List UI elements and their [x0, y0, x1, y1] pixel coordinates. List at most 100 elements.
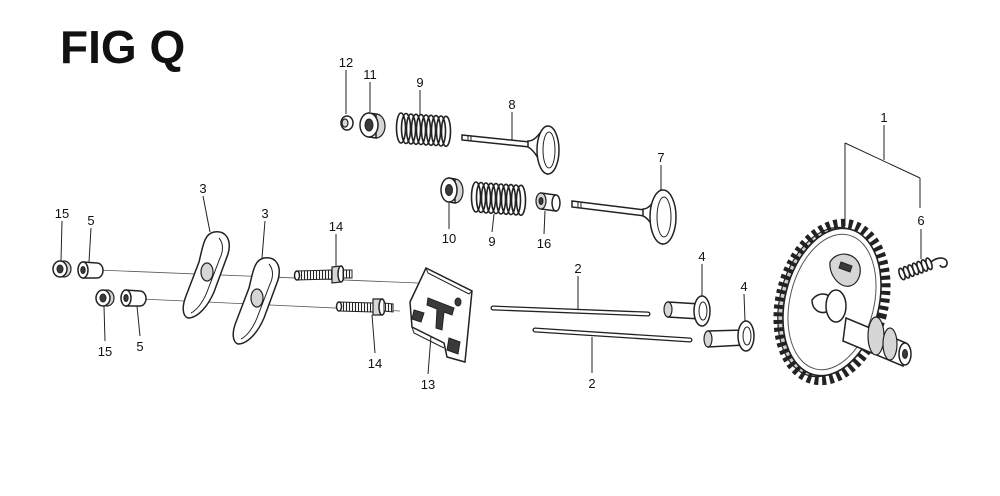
callout-label: 11	[363, 67, 377, 82]
callout-2-lower: 2	[588, 337, 596, 391]
valve-head-face	[656, 196, 672, 238]
callout-label: 9	[416, 75, 423, 90]
stud-thread	[296, 269, 333, 281]
spring-coil	[405, 113, 417, 145]
part-14-stud-upper	[293, 265, 353, 284]
valve-head-face	[542, 131, 556, 169]
valve-stem	[571, 200, 646, 217]
callout-9-upper: 9	[416, 75, 424, 114]
leader-line	[427, 335, 432, 375]
push-rod-body	[533, 328, 692, 342]
cam-lobe	[867, 316, 885, 356]
spring-coil	[420, 114, 432, 146]
pivot-hole	[123, 294, 129, 302]
stud-thread	[338, 301, 374, 313]
tappet-disc-face	[742, 326, 752, 346]
pivot-hole	[80, 266, 86, 274]
cap-end	[551, 194, 561, 212]
callout-14-lower: 14	[368, 314, 382, 371]
leader-bracket	[844, 125, 921, 226]
part-3-rocker-arm-upper	[182, 231, 230, 319]
gear-teeth	[773, 218, 891, 386]
valve-stem	[461, 134, 531, 148]
callout-16: 16	[537, 210, 551, 251]
tappet-stem-end	[663, 301, 673, 318]
cam-lobe	[882, 327, 898, 361]
spring-hook	[930, 257, 948, 268]
spring-coil	[490, 182, 502, 215]
leader-line	[136, 305, 141, 337]
valve-head	[536, 125, 560, 175]
plate-t-slot	[426, 297, 455, 331]
part-1-camshaft-gear	[773, 218, 912, 386]
leader-line	[543, 210, 546, 235]
stud-thread-tip	[383, 302, 394, 313]
leader-line	[88, 227, 92, 263]
callout-label: 10	[442, 231, 456, 246]
part-4-tappet-lower	[703, 320, 755, 352]
callout-label: 5	[136, 339, 143, 354]
valve-head	[649, 189, 677, 245]
tappet-stem-end	[703, 330, 713, 348]
callout-label: 1	[880, 110, 887, 125]
part-15-nut-lower	[95, 289, 115, 307]
spring-coil	[480, 182, 492, 214]
callout-label: 3	[261, 206, 268, 221]
callout-2-upper: 2	[574, 261, 582, 309]
part-5-pivot-upper	[77, 261, 104, 279]
part-7-valve	[571, 188, 677, 246]
nut-hole	[56, 264, 64, 274]
callout-4-upper: 4	[698, 249, 706, 296]
spring-coil	[470, 181, 482, 213]
callout-3-lower: 3	[261, 206, 269, 259]
camshaft-end-hole	[902, 349, 908, 359]
spring-coil	[500, 183, 512, 216]
part-8-valve	[461, 125, 560, 176]
callout-11: 11	[363, 67, 377, 112]
callout-1: 1	[844, 110, 921, 226]
gear-inner-ring	[787, 233, 877, 371]
stud-end	[335, 301, 343, 312]
callout-label: 4	[740, 279, 747, 294]
gear-hub	[825, 289, 847, 323]
callout-label: 4	[698, 249, 705, 264]
spring-coil	[475, 181, 487, 214]
part-4-tappet-upper	[663, 295, 711, 327]
spring-coil	[485, 182, 497, 215]
nut-hole	[99, 293, 107, 303]
callout-15-lower: 15	[98, 305, 112, 359]
spring-coil	[430, 114, 442, 147]
tappet-disc	[693, 295, 711, 327]
cap-hole	[538, 197, 544, 205]
callouts: 12 11 9 8 7 1 6 3	[55, 55, 925, 392]
part-3-rocker-arm-lower	[232, 257, 280, 345]
callout-5-lower: 5	[136, 305, 144, 354]
spring-coil	[515, 184, 527, 217]
callout-3-upper: 3	[199, 181, 211, 233]
part-11-retainer	[359, 112, 386, 139]
part-10-retainer	[440, 177, 464, 204]
callout-9-lower: 9	[488, 213, 496, 249]
part-12-collet	[340, 115, 354, 131]
push-rod-body	[491, 306, 650, 316]
callout-label: 6	[917, 213, 924, 228]
retainer-hole	[445, 184, 453, 196]
part-13-guide-plate	[409, 266, 473, 363]
stud-thread-tip	[342, 269, 353, 279]
callout-label: 16	[537, 236, 551, 251]
callout-7: 7	[657, 150, 665, 190]
stud-end	[293, 270, 301, 281]
part-14-stud-lower	[335, 298, 394, 316]
plate-hole	[454, 297, 462, 307]
plate-cutout	[446, 337, 461, 355]
callout-label: 14	[329, 219, 343, 234]
part-9-valve-spring-lower	[470, 181, 527, 217]
tappet-disc	[737, 320, 755, 352]
part-2-push-rod-upper	[490, 305, 651, 317]
tappet-disc-face	[698, 301, 708, 321]
spring-coil	[415, 113, 427, 146]
callout-15-upper: 15	[55, 206, 69, 262]
spring-coil	[925, 257, 933, 271]
callout-label: 12	[339, 55, 353, 70]
